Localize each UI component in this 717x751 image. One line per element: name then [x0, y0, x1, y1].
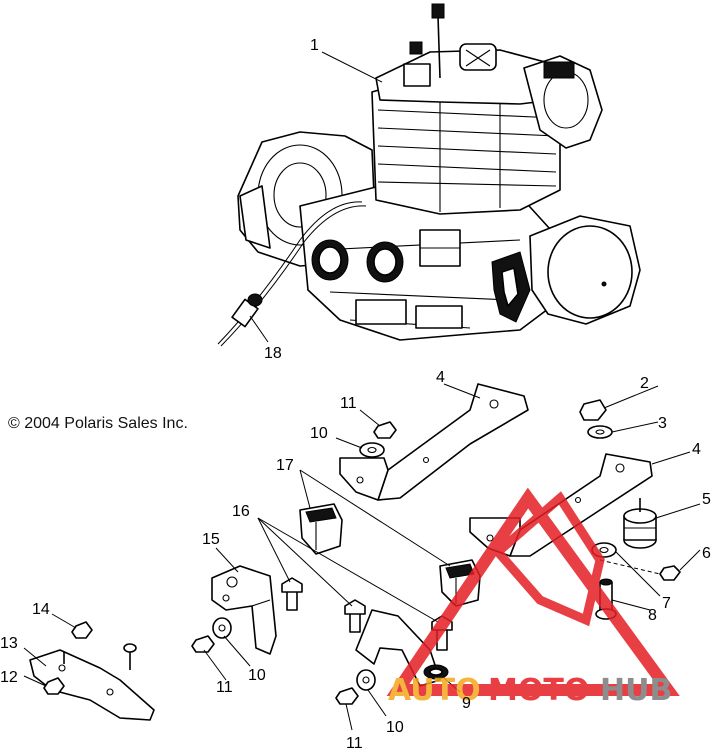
- rubber-mount-part-5: [623, 498, 657, 549]
- callout-11-bottom: 11: [346, 735, 363, 751]
- nut-part-12: [43, 677, 65, 695]
- callout-12: 12: [0, 669, 18, 686]
- bolt-part-16-b: [344, 599, 366, 633]
- cable-part-18: [217, 201, 367, 347]
- nut-part-11-bottom: [335, 687, 359, 705]
- watermark-word-moto: MOTO: [488, 673, 589, 708]
- callout-5: 5: [702, 491, 711, 508]
- washer-part-10-left: [212, 617, 232, 639]
- callout-13: 13: [0, 635, 18, 652]
- watermark-word-hub: HUB: [600, 673, 672, 708]
- leader-lines: [23, 51, 701, 731]
- callout-3: 3: [658, 415, 667, 432]
- washer-part-10-upper: [359, 442, 385, 458]
- callout-7: 7: [662, 595, 671, 612]
- callout-2: 2: [640, 375, 649, 392]
- callout-17: 17: [276, 457, 294, 474]
- bolt-part-16-a: [281, 577, 303, 611]
- callout-11-upper: 11: [340, 395, 357, 412]
- rubber-block-part-17-a: [299, 503, 343, 555]
- callout-10-upper: 10: [310, 425, 328, 442]
- callout-10-left: 10: [248, 667, 266, 684]
- callout-9: 9: [462, 695, 471, 712]
- callout-15: 15: [202, 531, 220, 548]
- nut-part-2: [579, 399, 607, 421]
- callout-14: 14: [32, 601, 50, 618]
- callout-10-bottom: 10: [386, 719, 404, 736]
- bracket-part-15: [211, 565, 277, 655]
- callout-4-upper: 4: [436, 369, 445, 386]
- nut-part-6: [599, 559, 681, 581]
- nut-part-11-left: [191, 635, 215, 653]
- automotohub-watermark: AUTO MOTO HUB: [386, 487, 680, 708]
- watermark-word-auto: AUTO: [388, 673, 481, 708]
- callout-4-lower: 4: [692, 441, 701, 458]
- washer-part-3: [587, 425, 613, 439]
- callout-8: 8: [648, 607, 657, 624]
- callout-1: 1: [310, 37, 319, 54]
- engine-assembly: [237, 3, 641, 341]
- copyright-notice: © 2004 Polaris Sales Inc.: [8, 415, 188, 432]
- callout-11-left: 11: [216, 679, 233, 696]
- rubber-block-part-17-b: [439, 559, 481, 607]
- callout-6: 6: [702, 545, 711, 562]
- callout-16: 16: [232, 503, 250, 520]
- mount-bracket-upper: [339, 383, 529, 501]
- washer-part-10-bottom: [356, 669, 376, 691]
- nut-part-14: [71, 621, 93, 639]
- callout-18: 18: [264, 345, 282, 362]
